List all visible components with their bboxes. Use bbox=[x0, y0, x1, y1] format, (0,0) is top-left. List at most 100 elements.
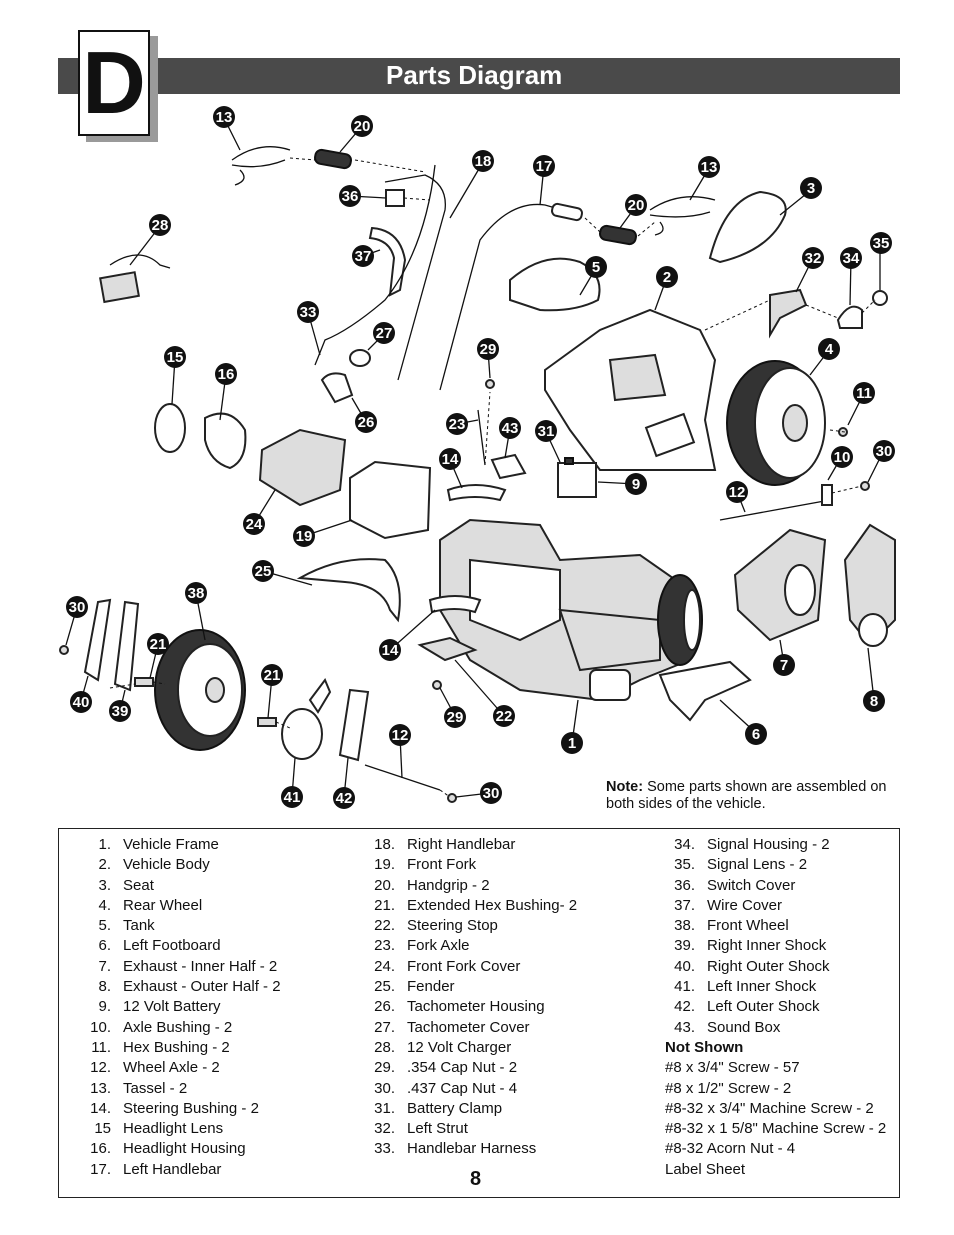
svg-text:27: 27 bbox=[376, 325, 393, 342]
callout-29: 29 bbox=[477, 338, 499, 360]
callout-10: 10 bbox=[831, 446, 853, 468]
callout-12: 12 bbox=[726, 481, 748, 503]
part-name: Front Wheel bbox=[707, 917, 789, 935]
svg-text:12: 12 bbox=[392, 727, 409, 744]
section-badge bbox=[78, 30, 150, 136]
callout-25: 25 bbox=[252, 560, 274, 582]
parts-list-item: 12.Wheel Axle - 2 bbox=[69, 1058, 281, 1078]
part-number: 18. bbox=[374, 836, 395, 853]
parts-list-item: 2. Vehicle Body bbox=[69, 855, 281, 875]
parts-list-item: 31.Battery Clamp bbox=[353, 1099, 577, 1119]
part-name: Front Fork Cover bbox=[407, 957, 521, 975]
parts-list-item: 5.Tank bbox=[69, 916, 281, 936]
callout-5: 5 bbox=[585, 256, 607, 278]
parts-list-item: 28.12 Volt Charger bbox=[353, 1038, 577, 1058]
part-name: Tassel - 2 bbox=[123, 1079, 188, 1097]
part-number: 38. bbox=[674, 917, 695, 935]
part-name: Signal Lens - 2 bbox=[707, 856, 808, 874]
part-number: 3. bbox=[98, 876, 111, 894]
svg-text:4: 4 bbox=[825, 341, 834, 358]
callout-38: 38 bbox=[185, 582, 207, 604]
part-name: Left Handlebar bbox=[123, 1160, 222, 1178]
callout-2: 2 bbox=[656, 266, 678, 288]
wheel-axle-rear bbox=[719, 499, 831, 521]
callout-37: 37 bbox=[352, 245, 374, 267]
handgrip-left bbox=[599, 224, 637, 246]
svg-text:21: 21 bbox=[264, 667, 281, 684]
left-inner-shock bbox=[281, 678, 332, 760]
svg-text:31: 31 bbox=[538, 423, 555, 440]
part-name: Hex Bushing - 2 bbox=[123, 1038, 230, 1056]
charger bbox=[99, 254, 171, 304]
part-name: Right Inner Shock bbox=[707, 937, 827, 955]
part-number: 9. bbox=[98, 998, 111, 1016]
right-outer-shock bbox=[83, 598, 112, 682]
part-number: 32. bbox=[374, 1120, 395, 1138]
part-name: 12 Volt Charger bbox=[407, 1038, 512, 1056]
part-name: Exhaust - Inner Half - 2 bbox=[123, 957, 278, 975]
svg-text:3: 3 bbox=[807, 180, 815, 197]
right-inner-shock bbox=[113, 600, 140, 692]
callout-43: 43 bbox=[499, 417, 521, 439]
note-text: Some parts shown are assembled on both s… bbox=[606, 779, 887, 812]
front-wheel bbox=[154, 629, 246, 751]
steering-bushing-upper bbox=[446, 484, 507, 502]
parts-list-item: 32. Left Strut bbox=[353, 1119, 577, 1139]
assembly-note: Note: Some parts shown are assembled on … bbox=[606, 779, 906, 813]
callout-40: 40 bbox=[70, 691, 92, 713]
svg-text:1: 1 bbox=[568, 735, 576, 752]
svg-text:10: 10 bbox=[834, 449, 851, 466]
part-number: 23. bbox=[374, 937, 395, 955]
callout-41: 41 bbox=[281, 786, 303, 808]
parts-list-item: 26. Tachometer Housing bbox=[353, 997, 577, 1017]
parts-list-item: 40.Right Outer Shock bbox=[653, 957, 886, 977]
part-number: 4. bbox=[98, 896, 111, 914]
page-number: 8 bbox=[470, 1168, 482, 1190]
part-name: Tachometer Cover bbox=[407, 1018, 530, 1036]
left-footboard bbox=[658, 660, 752, 722]
not-shown-item: #8-32 x 1 5/8" Machine Screw - 2 bbox=[665, 1120, 887, 1138]
parts-list-item: 3.Seat bbox=[69, 876, 281, 896]
seat bbox=[708, 190, 787, 264]
note-label: Note: bbox=[606, 779, 644, 795]
part-name: Tachometer Housing bbox=[407, 998, 545, 1016]
front-fork-cover bbox=[258, 428, 347, 507]
svg-text:17: 17 bbox=[536, 158, 553, 175]
parts-list-item: 22.Steering Stop bbox=[353, 916, 577, 936]
part-number: 35. bbox=[674, 856, 695, 874]
callout-20: 20 bbox=[625, 194, 647, 216]
part-number: 26. bbox=[374, 998, 395, 1016]
callout-27: 27 bbox=[373, 322, 395, 344]
part-name: Vehicle Body bbox=[123, 856, 210, 874]
part-name: Steering Bushing - 2 bbox=[123, 1099, 259, 1117]
part-name: Fork Axle bbox=[407, 937, 470, 955]
part-number: 13. bbox=[90, 1079, 111, 1097]
parts-list-item: 14.Steering Bushing - 2 bbox=[69, 1099, 281, 1119]
callout-11: 11 bbox=[853, 382, 875, 404]
part-number: 27. bbox=[374, 1018, 395, 1036]
part-number: 21. bbox=[374, 896, 395, 914]
svg-text:12: 12 bbox=[729, 484, 746, 501]
part-name: Left Strut bbox=[407, 1120, 468, 1138]
callout-21: 21 bbox=[261, 664, 283, 686]
parts-list-item: 13. Tassel - 2 bbox=[69, 1079, 281, 1099]
svg-text:37: 37 bbox=[355, 248, 372, 265]
svg-text:21: 21 bbox=[150, 636, 167, 653]
not-shown-item: #8 x 1/2" Screw - 2 bbox=[665, 1079, 792, 1097]
svg-text:29: 29 bbox=[480, 341, 497, 358]
part-name: Vehicle Frame bbox=[123, 836, 219, 853]
callout-30: 30 bbox=[873, 440, 895, 462]
signal-housing bbox=[836, 305, 863, 329]
part-number: 5. bbox=[98, 917, 111, 935]
part-number: 2. bbox=[98, 856, 111, 874]
part-number: 39. bbox=[674, 937, 695, 955]
handgrip-right bbox=[314, 148, 352, 170]
callout-13: 13 bbox=[213, 106, 235, 128]
steering-bushing-lower bbox=[428, 595, 482, 614]
part-number: 34. bbox=[674, 836, 695, 853]
svg-text:42: 42 bbox=[336, 790, 353, 807]
callout-29: 29 bbox=[444, 706, 466, 728]
parts-list-item: 7.Exhaust - Inner Half - 2 bbox=[69, 957, 281, 977]
